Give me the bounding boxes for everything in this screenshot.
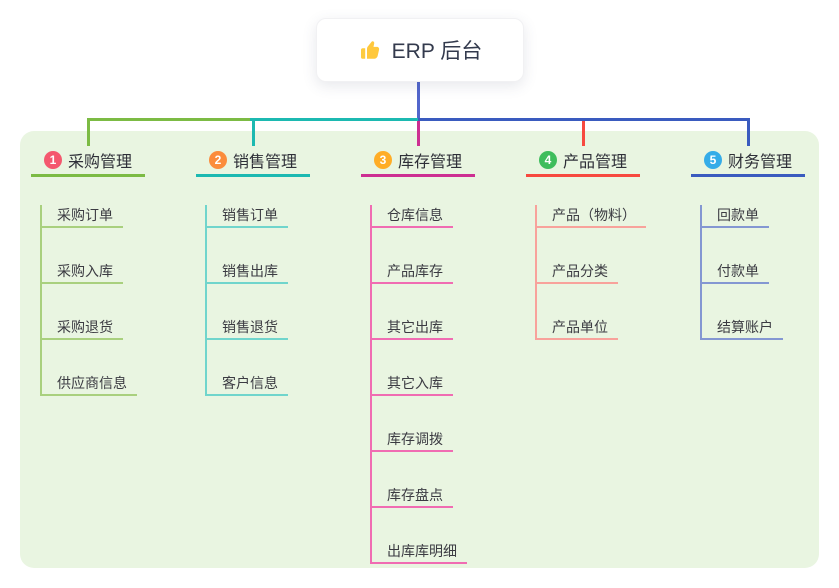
branch-title-label: 财务管理	[728, 154, 793, 171]
child-node[interactable]: 产品单位	[537, 317, 618, 340]
branch-title-label: 产品管理	[563, 154, 628, 171]
child-node[interactable]: 采购订单	[42, 205, 123, 228]
child-node[interactable]: 采购退货	[42, 317, 123, 340]
connector-drop-branch-1	[87, 121, 90, 146]
root-title: ERP 后台	[391, 40, 483, 63]
branch-children: 采购订单 采购入库 采购退货 供应商信息	[40, 205, 145, 396]
branch-title-label: 采购管理	[68, 154, 133, 171]
connector-drop-branch-5	[747, 121, 750, 146]
child-node[interactable]: 库存调拨	[372, 429, 453, 452]
root-connector-line	[417, 82, 420, 121]
child-node[interactable]: 销售订单	[207, 205, 288, 228]
child-node[interactable]: 出库库明细	[372, 541, 467, 564]
connector-drop-branch-2	[252, 121, 255, 146]
branch-title-node[interactable]: 2 销售管理	[196, 146, 310, 177]
branch-children: 仓库信息 产品库存 其它出库 其它入库 库存调拨 库存盘点 出库库明细	[370, 205, 475, 564]
child-node[interactable]: 结算账户	[702, 317, 783, 340]
branch-number-badge: 1	[44, 151, 62, 169]
branch-number-badge: 4	[539, 151, 557, 169]
branch-title-node[interactable]: 5 财务管理	[691, 146, 805, 177]
connector-drop-branch-3	[417, 121, 420, 146]
connector-h-branch-2	[250, 118, 421, 121]
branches-panel	[20, 131, 819, 568]
branch: 3 库存管理 仓库信息 产品库存 其它出库 其它入库 库存调拨 库存盘点 出库库…	[361, 146, 475, 564]
branch-children: 销售订单 销售出库 销售退货 客户信息	[205, 205, 310, 396]
child-node[interactable]: 销售出库	[207, 261, 288, 284]
child-node[interactable]: 库存盘点	[372, 485, 453, 508]
connector-drop-branch-4	[582, 121, 585, 146]
child-node[interactable]: 产品分类	[537, 261, 618, 284]
branch-number-badge: 5	[704, 151, 722, 169]
child-node[interactable]: 客户信息	[207, 373, 288, 396]
branch-title-node[interactable]: 1 采购管理	[31, 146, 145, 177]
branch: 4 产品管理 产品（物料） 产品分类 产品单位	[526, 146, 646, 340]
branch-title-label: 销售管理	[233, 154, 298, 171]
branch: 1 采购管理 采购订单 采购入库 采购退货 供应商信息	[31, 146, 145, 396]
root-node[interactable]: ERP 后台	[316, 18, 524, 82]
child-node[interactable]: 销售退货	[207, 317, 288, 340]
branch-title-node[interactable]: 3 库存管理	[361, 146, 475, 177]
child-node[interactable]: 回款单	[702, 205, 769, 228]
child-node[interactable]: 其它入库	[372, 373, 453, 396]
branch-number-badge: 2	[209, 151, 227, 169]
branch-children: 产品（物料） 产品分类 产品单位	[535, 205, 646, 340]
child-node[interactable]: 采购入库	[42, 261, 123, 284]
branch-title-node[interactable]: 4 产品管理	[526, 146, 640, 177]
branch-title-label: 库存管理	[398, 154, 463, 171]
connector-h-branch-5	[418, 118, 750, 121]
thumbs-up-icon	[360, 41, 379, 59]
branch: 2 销售管理 销售订单 销售出库 销售退货 客户信息	[196, 146, 310, 396]
child-node[interactable]: 供应商信息	[42, 373, 137, 396]
child-node[interactable]: 产品库存	[372, 261, 453, 284]
child-node[interactable]: 产品（物料）	[537, 205, 646, 228]
child-node[interactable]: 仓库信息	[372, 205, 453, 228]
branch: 5 财务管理 回款单 付款单 结算账户	[691, 146, 805, 340]
branch-number-badge: 3	[374, 151, 392, 169]
child-node[interactable]: 付款单	[702, 261, 769, 284]
child-node[interactable]: 其它出库	[372, 317, 453, 340]
branch-children: 回款单 付款单 结算账户	[700, 205, 805, 340]
